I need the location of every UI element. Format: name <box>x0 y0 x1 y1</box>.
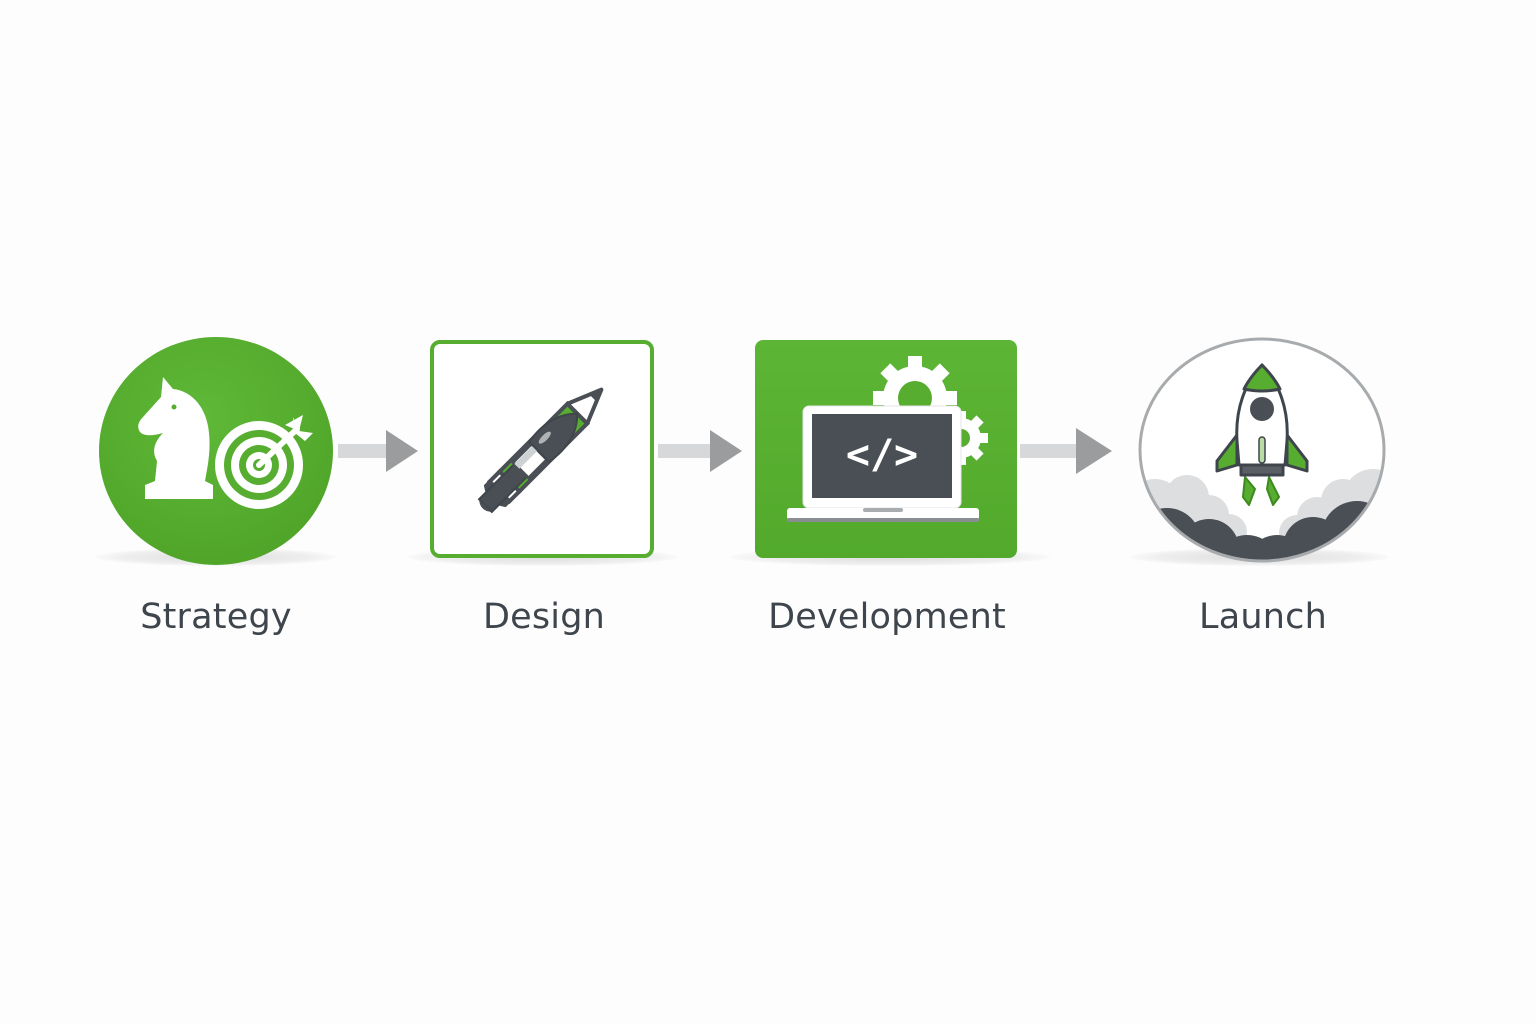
arrow-right-icon <box>338 428 420 474</box>
code-symbol: </> <box>846 432 918 478</box>
launch-circle <box>1138 337 1386 563</box>
step-label-development: Development <box>768 597 1006 637</box>
step-design <box>430 340 654 558</box>
step-label-launch: Launch <box>1199 597 1327 637</box>
step-strategy <box>99 337 333 565</box>
chess-knight-icon <box>138 377 213 499</box>
step-launch <box>1137 337 1387 567</box>
design-square <box>430 340 654 558</box>
step-label-strategy: Strategy <box>140 597 292 637</box>
laptop-code-icon: </> <box>787 405 979 522</box>
target-dart-icon <box>215 415 313 509</box>
arrow-right-icon <box>658 428 744 474</box>
arrow-right-icon <box>1020 426 1116 476</box>
development-square: </> <box>755 340 1017 558</box>
step-development: </> <box>755 340 1017 558</box>
paintbrush-icon <box>477 412 579 514</box>
step-label-design: Design <box>482 597 606 637</box>
rocket-icon <box>1215 363 1309 506</box>
strategy-circle <box>99 337 333 565</box>
